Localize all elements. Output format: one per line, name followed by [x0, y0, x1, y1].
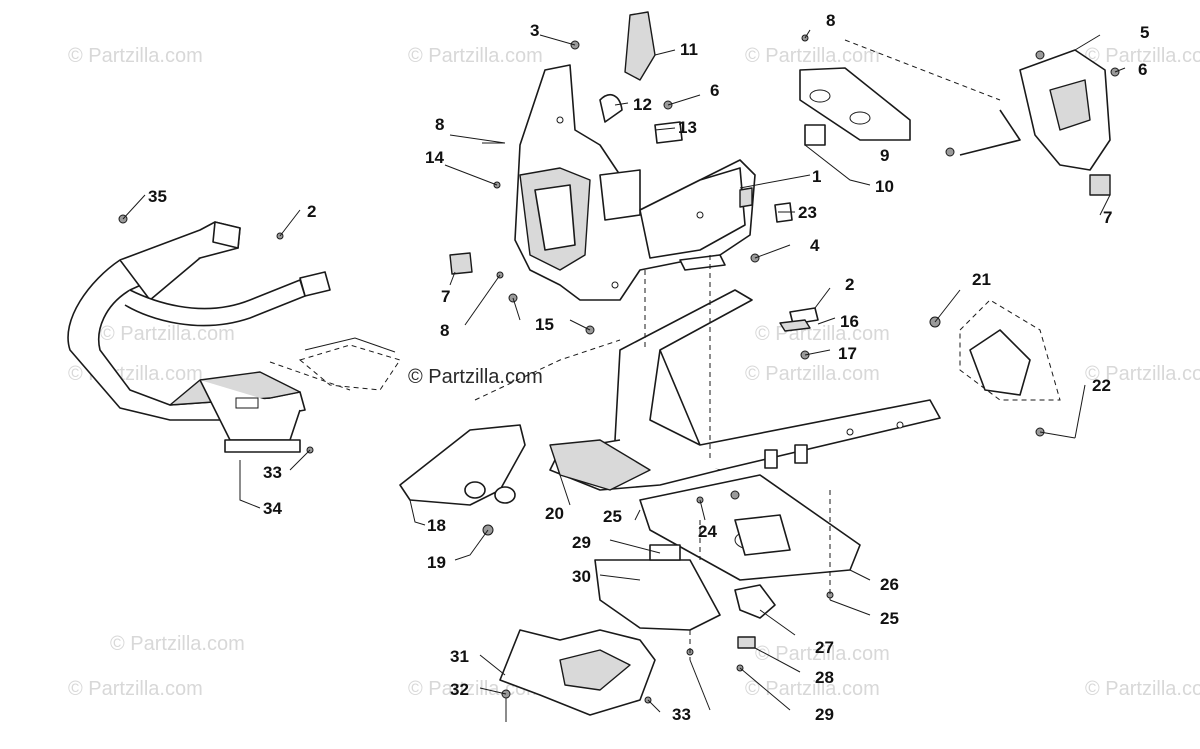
callout-label: 20: [545, 504, 564, 523]
callout-label: 19: [427, 553, 446, 572]
bulkhead-assembly: [514, 64, 756, 301]
callout-label: 3: [530, 21, 539, 40]
watermark: © Partzilla.com: [755, 643, 890, 665]
callout-label: 2: [845, 275, 854, 294]
callout-label: 5: [1140, 23, 1149, 42]
callout-label: 27: [815, 638, 834, 657]
callout-label: 33: [263, 463, 282, 482]
lower-shroud: [499, 629, 656, 722]
watermark: © Partzilla.com: [755, 323, 890, 345]
callout-label: 25: [880, 609, 899, 628]
callout-label: 6: [1138, 60, 1147, 79]
callout-label: 10: [875, 177, 894, 196]
dashed-lines: [269, 255, 831, 660]
callout-label: 21: [972, 270, 991, 289]
steering-bracket: [799, 34, 1001, 146]
callout-label: 25: [603, 507, 622, 526]
right-side-bracket: [929, 299, 1076, 439]
callout-label: 23: [798, 203, 817, 222]
leader-lines: [122, 29, 1126, 713]
callout-label: 2: [307, 202, 316, 221]
watermark: © Partzilla.com: [1085, 678, 1200, 700]
callout-label: 28: [815, 668, 834, 687]
callout-label: 7: [1103, 208, 1112, 227]
watermark: © Partzilla.com: [68, 45, 203, 67]
callout-label: 15: [535, 315, 554, 334]
left-bracket: [399, 424, 526, 536]
callout-label: 4: [810, 236, 820, 255]
callout-label: 9: [880, 146, 889, 165]
callout-label: 8: [440, 321, 449, 340]
callout-label: 1: [812, 167, 821, 186]
watermark: © Partzilla.com: [1085, 363, 1200, 385]
callout-label: 8: [435, 115, 444, 134]
watermark: © Partzilla.com: [1085, 45, 1200, 67]
callout-label: 35: [148, 187, 167, 206]
watermark: © Partzilla.com: [110, 633, 245, 655]
callout-label: 13: [678, 118, 697, 137]
callout-label: 33: [672, 705, 691, 724]
callout-layer: 1 2 2 3 4 5 6 6 7 7 8 8 8 9 10 11 12 13 …: [148, 11, 1149, 724]
callout-label: 30: [572, 567, 591, 586]
callout-label: 26: [880, 575, 899, 594]
callout-label: 32: [450, 680, 469, 699]
callout-label: 29: [572, 533, 591, 552]
mid-fasteners: [118, 214, 834, 599]
background-sketch: [298, 337, 401, 391]
callout-label: 8: [826, 11, 835, 30]
main-frame: [549, 289, 941, 491]
callout-label: 17: [838, 344, 857, 363]
callout-label: 7: [441, 287, 450, 306]
callout-label: 22: [1092, 376, 1111, 395]
callout-label: 18: [427, 516, 446, 535]
callout-label: 12: [633, 95, 652, 114]
callout-label: 29: [815, 705, 834, 724]
watermark-layer: © Partzilla.com © Partzilla.com © Partzi…: [68, 45, 1200, 700]
small-parts-top: [449, 11, 793, 335]
callout-label: 16: [840, 312, 859, 331]
watermark: © Partzilla.com: [745, 678, 880, 700]
watermark: © Partzilla.com: [100, 323, 235, 345]
callout-label: 34: [263, 499, 282, 518]
watermark: © Partzilla.com: [745, 45, 880, 67]
callout-label: 14: [425, 148, 444, 167]
watermark: © Partzilla.com: [745, 363, 880, 385]
callout-label: 6: [710, 81, 719, 100]
watermark: © Partzilla.com: [68, 678, 203, 700]
callout-label: 24: [698, 522, 717, 541]
callout-label: 31: [450, 647, 469, 666]
front-bumper: [67, 221, 331, 453]
callout-label: 11: [680, 40, 698, 59]
watermark: © Partzilla.com: [408, 45, 543, 67]
right-mount: [945, 49, 1120, 196]
watermark-center: © Partzilla.com: [408, 366, 543, 388]
